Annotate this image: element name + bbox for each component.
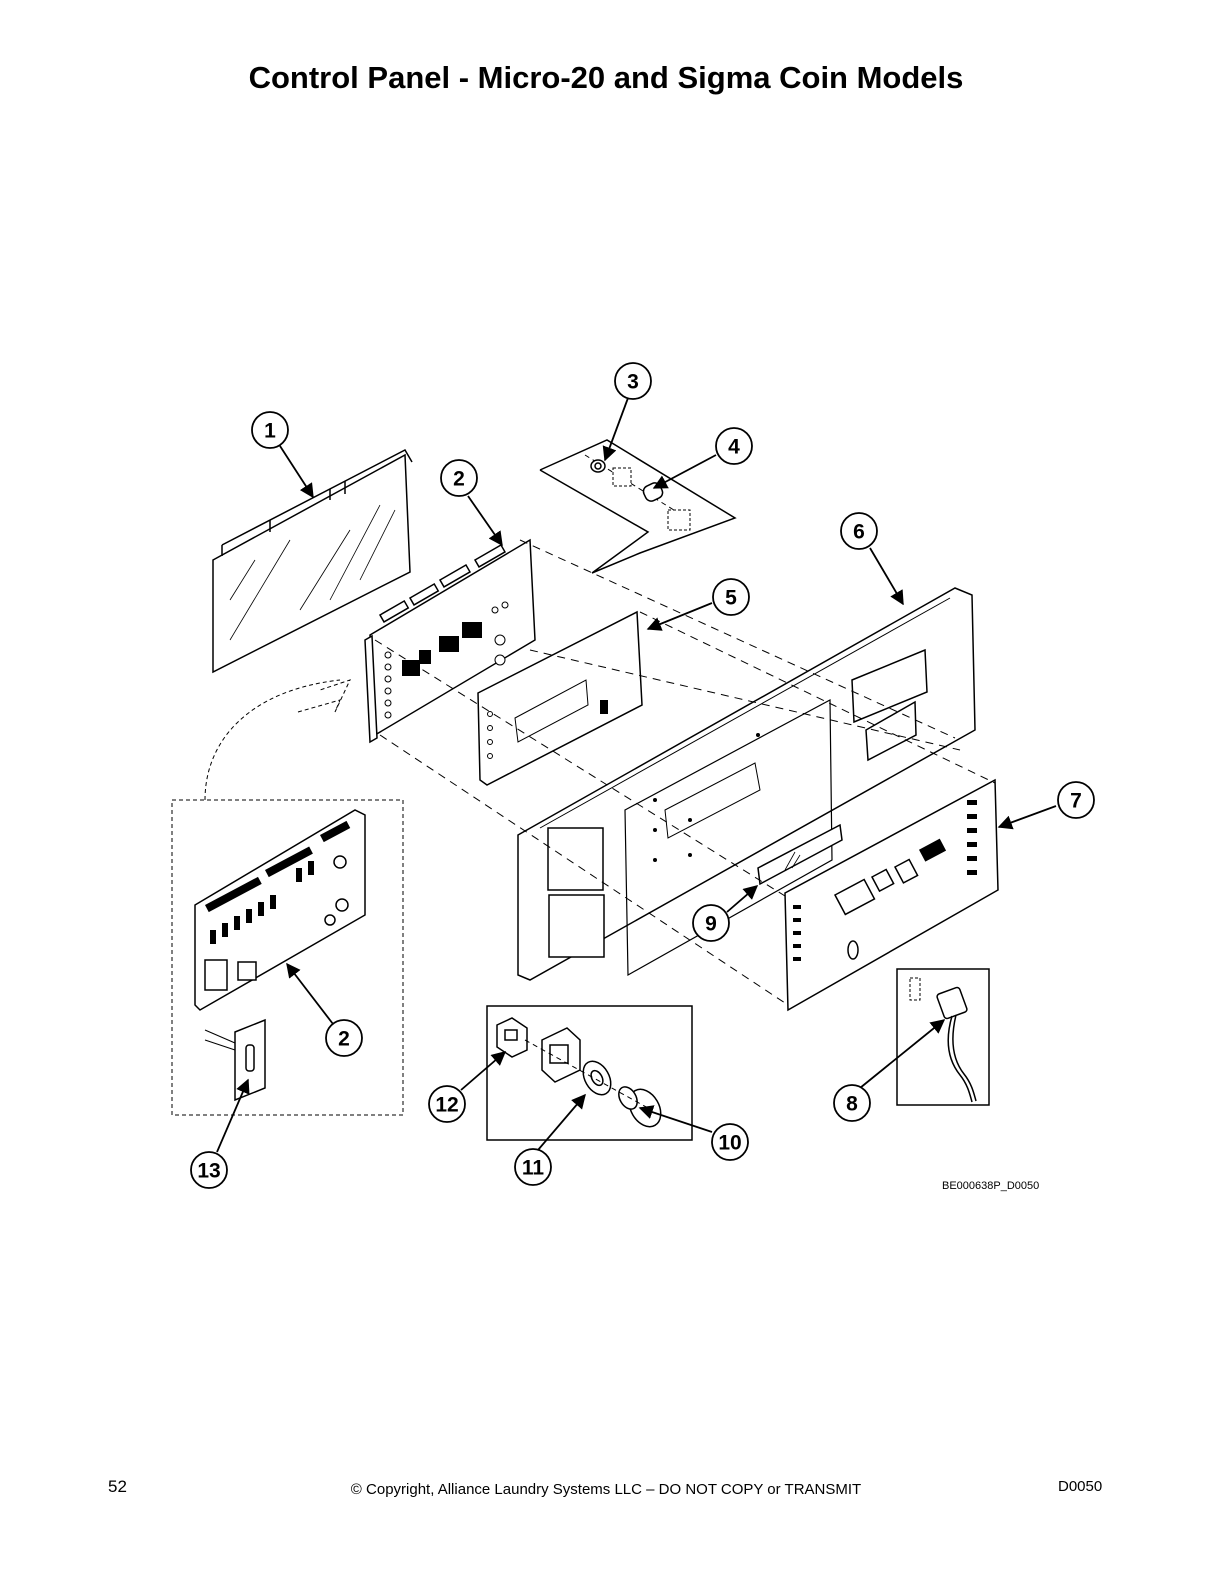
page-number: 52 bbox=[108, 1477, 127, 1496]
callout-8: 8 bbox=[833, 1084, 871, 1122]
figure-reference: BE000638P_D0050 bbox=[942, 1180, 1040, 1192]
callout-label: 3 bbox=[627, 371, 639, 394]
part-control-board bbox=[194, 809, 366, 1011]
page-title: Control Panel - Micro-20 and Sigma Coin … bbox=[248, 60, 964, 95]
callout-2-bottom: 2 bbox=[325, 1019, 363, 1057]
callout-label: 8 bbox=[846, 1093, 858, 1116]
document-code: D0050 bbox=[1058, 1478, 1103, 1495]
callout-9: 9 bbox=[692, 904, 730, 942]
callout-label: 1 bbox=[264, 420, 276, 443]
callout-3: 3 bbox=[614, 362, 652, 400]
detail-box-control-board bbox=[171, 679, 404, 1116]
callout-7: 7 bbox=[1057, 781, 1095, 819]
callout-2-top: 2 bbox=[440, 459, 478, 497]
callout-label: 5 bbox=[725, 587, 737, 610]
callout-label: 11 bbox=[522, 1157, 545, 1180]
callout-10: 10 bbox=[711, 1123, 749, 1161]
callout-label: 13 bbox=[197, 1160, 220, 1183]
inset-switch-assembly bbox=[486, 1005, 693, 1141]
callout-6: 6 bbox=[840, 512, 878, 550]
seven-segment-displays bbox=[402, 622, 482, 676]
callout-5: 5 bbox=[712, 578, 750, 616]
part-fuse bbox=[234, 1018, 266, 1102]
part-display-board bbox=[364, 538, 536, 744]
callout-label: 2 bbox=[338, 1028, 350, 1051]
callout-leaders bbox=[216, 397, 1057, 1153]
callout-4: 4 bbox=[715, 427, 753, 465]
part-display-lens bbox=[757, 823, 843, 886]
callout-label: 7 bbox=[1070, 790, 1082, 813]
inset-sensor bbox=[896, 968, 990, 1106]
callout-label: 10 bbox=[718, 1132, 741, 1155]
part-front-overlay bbox=[784, 778, 999, 1012]
callout-1: 1 bbox=[251, 411, 289, 449]
assembly-guide-lines bbox=[374, 539, 996, 1004]
part-bracket-plate bbox=[477, 610, 643, 786]
part-overlay-sheet bbox=[212, 449, 413, 674]
callout-label: 6 bbox=[853, 521, 865, 544]
callout-11: 11 bbox=[514, 1148, 552, 1186]
callout-13: 13 bbox=[190, 1151, 228, 1189]
callout-label: 4 bbox=[728, 436, 740, 459]
callout-label: 12 bbox=[435, 1094, 458, 1117]
callout-label: 9 bbox=[705, 913, 717, 936]
inset-keypad-detail bbox=[539, 439, 737, 574]
callout-label: 2 bbox=[453, 468, 465, 491]
copyright-notice: © Copyright, Alliance Laundry Systems LL… bbox=[350, 1481, 862, 1498]
callout-12: 12 bbox=[428, 1085, 466, 1123]
part-main-panel bbox=[517, 587, 976, 981]
